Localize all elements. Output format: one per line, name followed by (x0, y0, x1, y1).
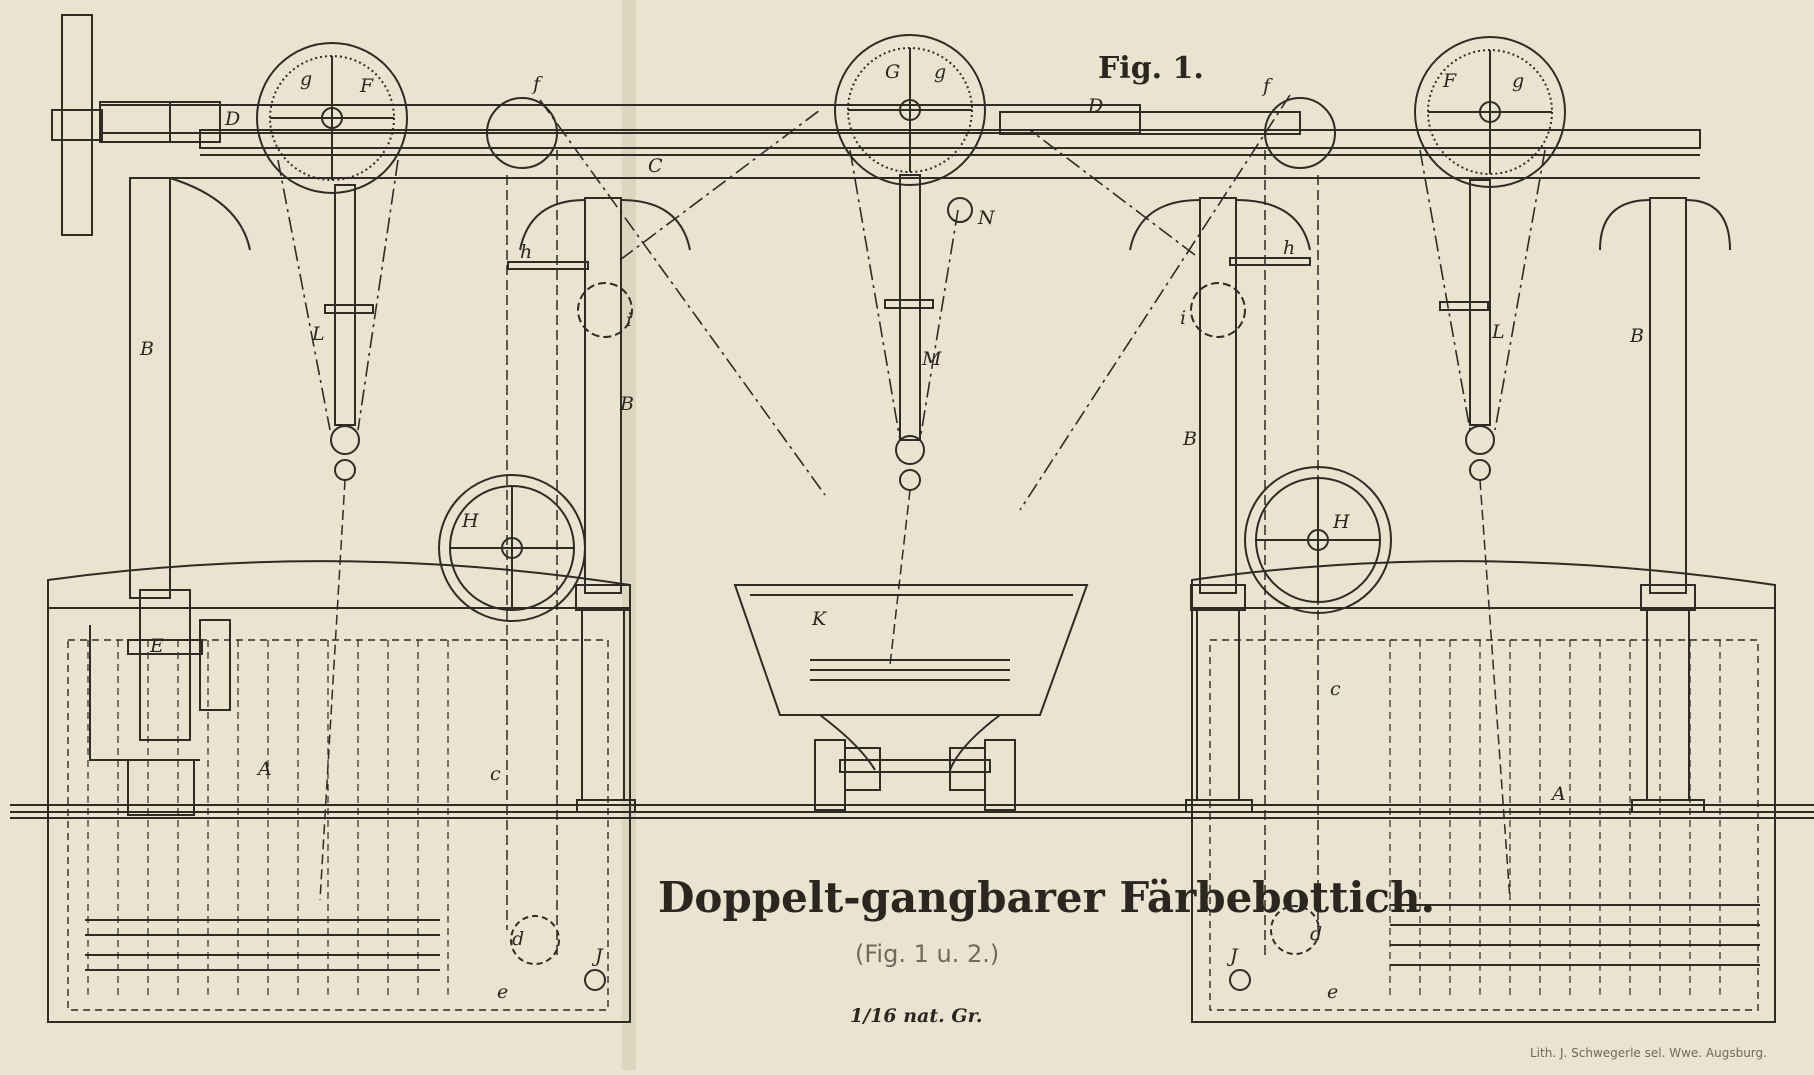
label-g-center: g (934, 61, 946, 83)
label-L-left: L (311, 323, 325, 345)
label-L-right: L (1491, 321, 1505, 343)
label-d-right: d (1310, 923, 1322, 945)
label-E: E (149, 635, 164, 657)
label-G: G (885, 61, 900, 83)
label-A-right: A (1550, 783, 1566, 805)
label-c-left: c (490, 763, 501, 785)
plate-title: Doppelt-gangbarer Färbebottich. (658, 873, 1435, 922)
label-D-left: D (224, 108, 240, 130)
support-columns (129, 177, 1731, 813)
label-i-left: i (626, 309, 632, 331)
label-g-left: g (300, 68, 312, 90)
label-K: K (811, 608, 828, 630)
paper-fold (622, 0, 636, 1070)
figure-label: Fig. 1. (1098, 51, 1204, 86)
label-i-right: i (1180, 307, 1186, 329)
label-H-left: H (461, 510, 479, 532)
label-f-left: f (531, 73, 543, 95)
label-h-right: h (1283, 237, 1295, 259)
label-F-right: F (1442, 70, 1457, 92)
pulleys-f (486, 97, 1336, 338)
vat-right (1191, 560, 1776, 1023)
label-M: M (921, 348, 942, 370)
label-f-right: f (1261, 75, 1273, 97)
floor-line (10, 804, 1814, 819)
handwheel-right (1244, 466, 1392, 614)
handwheel-left (438, 474, 586, 622)
label-A-left: A (256, 758, 272, 780)
label-c-right: c (1330, 678, 1341, 700)
label-J-left: J (591, 945, 604, 967)
bevel-wheel-right (1414, 36, 1566, 188)
label-h-left: h (520, 241, 532, 263)
label-D-right: D (1087, 95, 1103, 117)
brackets-h (507, 257, 1311, 270)
label-C: C (648, 155, 663, 177)
rope-lines (277, 94, 1546, 511)
flywheel (51, 14, 221, 236)
label-H-right: H (1332, 511, 1350, 533)
label-N: N (977, 207, 996, 229)
label-B-4: B (1629, 325, 1644, 347)
label-B-1: B (139, 338, 154, 360)
dye-trough-k (733, 584, 1089, 811)
bevel-wheel-center (834, 34, 986, 186)
vat-left (47, 560, 631, 1023)
label-B-2: B (619, 393, 634, 415)
plate-subtitle: (Fig. 1 u. 2.) (855, 940, 999, 968)
lithographer-credit: Lith. J. Schwegerle sel. Wwe. Augsburg. (1530, 1046, 1767, 1060)
label-J-right: J (1226, 945, 1239, 967)
steam-valve-e (89, 589, 231, 816)
bevel-wheel-left (256, 42, 408, 194)
label-e-right: e (1327, 981, 1338, 1003)
label-e-left: e (497, 981, 508, 1003)
winding-shafts (324, 174, 1495, 491)
label-F-left: F (359, 75, 374, 97)
label-d-left: d (512, 928, 524, 950)
scale-note: 1/16 nat. Gr. (850, 1005, 982, 1027)
part-labels: g F f D C G g D N f F g h h i i L M L B … (139, 61, 1644, 1003)
label-B-3: B (1182, 428, 1197, 450)
label-g-right: g (1512, 70, 1524, 92)
